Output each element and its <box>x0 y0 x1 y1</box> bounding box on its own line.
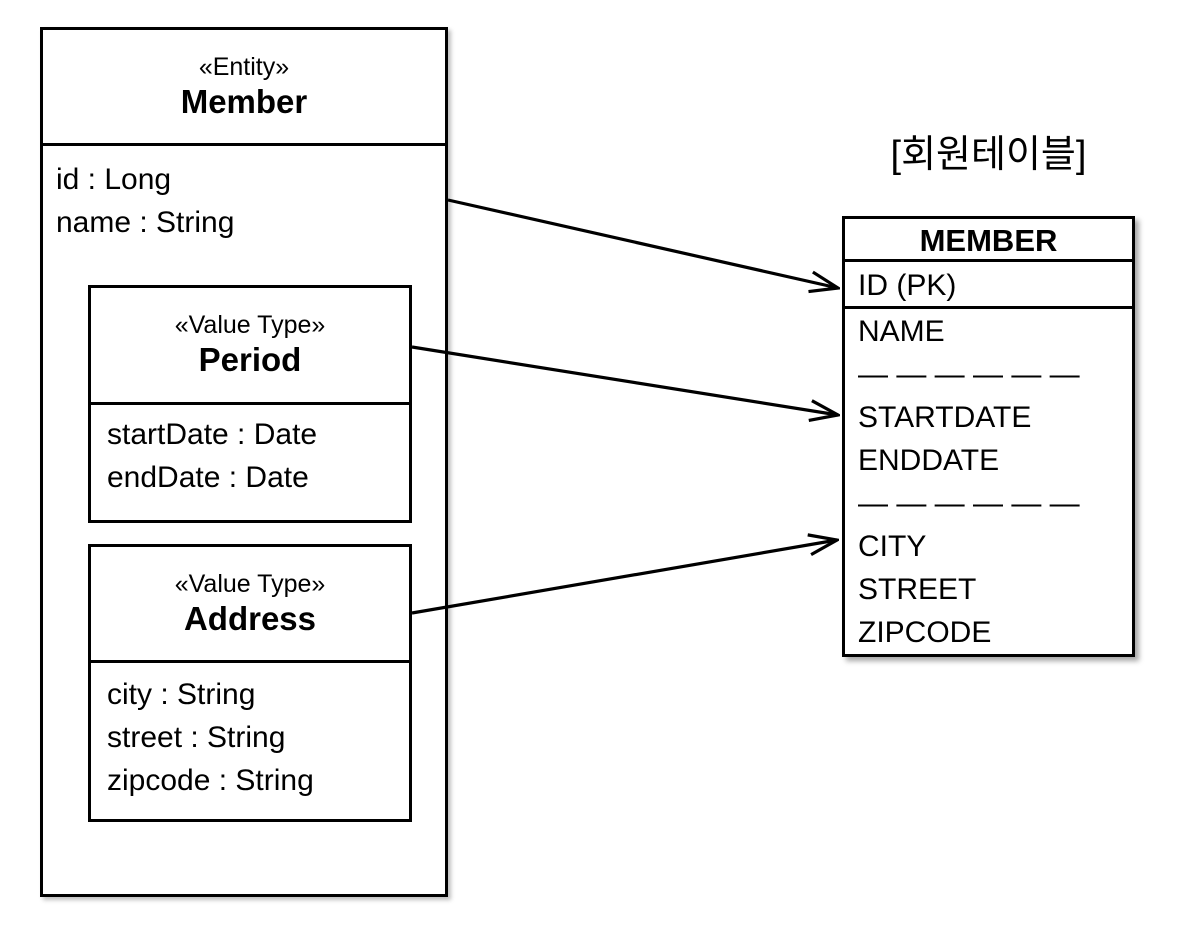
entity-header: «Entity» Member <box>43 30 445 146</box>
arrow-period-to-startdate <box>411 345 838 415</box>
address-attribute: street : String <box>107 721 286 754</box>
arrow-member-to-id <box>447 198 838 288</box>
address-attributes: city : String street : String zipcode : … <box>91 663 409 802</box>
address-attribute: city : String <box>107 678 256 711</box>
address-attribute: zipcode : String <box>107 764 314 797</box>
entity-attribute: id : Long <box>56 163 172 196</box>
arrow-address-to-city <box>411 540 837 615</box>
table-row: NAME <box>858 315 945 348</box>
table-row: ENDDATE <box>858 444 1000 477</box>
dashed-separator: — — — — — — <box>858 487 1080 520</box>
period-stereotype: «Value Type» <box>174 311 326 339</box>
period-header: «Value Type» Period <box>91 288 409 405</box>
table-row: STARTDATE <box>858 401 1032 434</box>
address-header: «Value Type» Address <box>91 547 409 663</box>
entity-attributes: id : Long name : String <box>43 146 445 244</box>
table-body: NAME — — — — — — STARTDATE ENDDATE — — —… <box>845 309 1132 654</box>
entity-name: Member <box>180 82 308 120</box>
member-table: MEMBER ID (PK) NAME — — — — — — STARTDAT… <box>842 216 1135 657</box>
table-row: STREET <box>858 573 977 606</box>
address-name: Address <box>183 599 317 637</box>
period-attributes: startDate : Date endDate : Date <box>91 405 409 499</box>
period-attribute: startDate : Date <box>107 418 318 451</box>
period-name: Period <box>198 341 302 378</box>
value-type-box-address: «Value Type» Address city : String stree… <box>88 544 412 822</box>
table-row-id-pk: ID (PK) <box>845 262 1132 309</box>
table-row: CITY <box>858 530 927 563</box>
entity-stereotype: «Entity» <box>198 52 290 81</box>
address-stereotype: «Value Type» <box>174 569 326 598</box>
table-header: MEMBER <box>845 219 1132 262</box>
table-row: ZIPCODE <box>858 616 992 649</box>
period-attribute: endDate : Date <box>107 461 309 494</box>
entity-attribute: name : String <box>56 206 235 239</box>
table-title: [회원테이블] <box>890 134 1087 176</box>
dashed-separator: — — — — — — <box>858 358 1080 391</box>
value-type-box-period: «Value Type» Period startDate : Date end… <box>88 285 412 523</box>
